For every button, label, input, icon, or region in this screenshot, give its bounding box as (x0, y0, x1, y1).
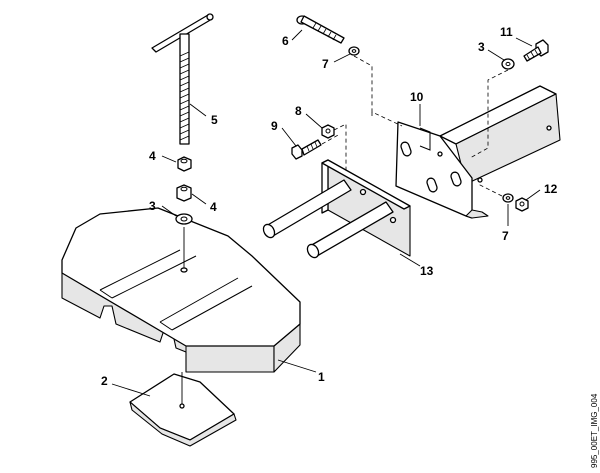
callout-3-right: 3 (478, 40, 485, 54)
hex-bolt-11 (523, 39, 549, 62)
block-edge (99, 289, 187, 352)
plate-hole (179, 403, 185, 409)
callout-13: 13 (420, 264, 434, 278)
assembly-lines (321, 55, 509, 197)
callout-8: 8 (295, 104, 302, 118)
callout-7-lower: 7 (502, 229, 509, 243)
block-hole (180, 267, 188, 273)
bracket (395, 85, 561, 219)
block-groove-right (159, 277, 253, 331)
block-groove-left (99, 249, 197, 299)
callout-2: 2 (101, 374, 108, 388)
carriage-bolt (296, 15, 345, 44)
nut-8 (321, 124, 335, 139)
block-top-face (61, 207, 301, 347)
bracket-notch (419, 127, 431, 151)
callout-12: 12 (544, 182, 558, 196)
callout-4-lower: 4 (210, 200, 217, 214)
washer-7-upper (348, 46, 360, 56)
callout-10: 10 (410, 90, 424, 104)
hex-bolt-9 (291, 139, 322, 160)
bracket-lower-flange (465, 209, 489, 219)
washer-left (175, 213, 193, 225)
t-bolt-handle-end (206, 13, 214, 21)
bottom-plate (129, 372, 237, 447)
callout-5: 5 (211, 113, 218, 127)
plate13-top (321, 159, 411, 210)
callout-11: 11 (500, 25, 513, 39)
t-bolt (151, 13, 214, 145)
nut-upper (177, 156, 192, 172)
callout-1: 1 (318, 370, 325, 384)
counterweight-block (61, 207, 301, 373)
callout-labels: 1 2 3 4 4 5 6 7 8 9 10 11 3 12 7 13 (101, 25, 558, 388)
callout-9: 9 (271, 119, 278, 133)
plate-edge (129, 401, 237, 447)
washer-7-lower (502, 193, 514, 203)
callout-3-left: 3 (149, 199, 156, 213)
nut-12 (515, 197, 529, 212)
callout-6: 6 (282, 34, 289, 48)
image-code: 995_00ET_IMG_004 (590, 393, 599, 468)
t-bolt-thread (179, 51, 190, 141)
leader-lines (111, 29, 541, 397)
mounting-plate (262, 159, 411, 259)
callout-7-upper: 7 (322, 57, 329, 71)
callout-4-upper: 4 (149, 149, 156, 163)
t-bolt-shank (179, 33, 190, 145)
nut-lower (176, 184, 192, 202)
washer-right (501, 58, 515, 70)
